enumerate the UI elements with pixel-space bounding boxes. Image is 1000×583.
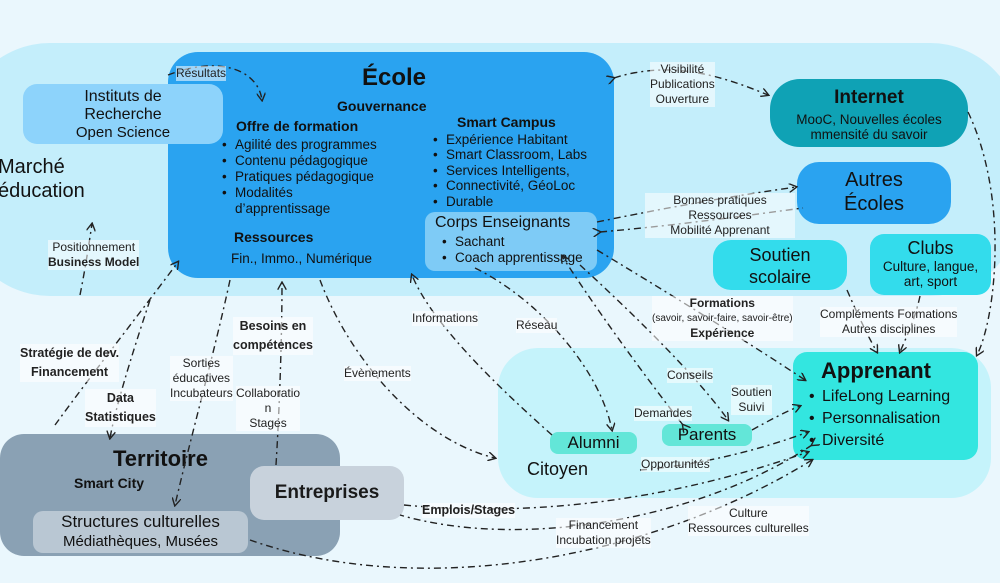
autres-ecoles-box: Autres Écoles bbox=[797, 162, 951, 224]
instituts-title: Instituts de bbox=[84, 88, 162, 105]
clubs-line-2: art, sport bbox=[903, 274, 958, 289]
territoire-title: Territoire bbox=[113, 446, 208, 471]
internet-box: Internet MooC, Nouvelles écoles mmensité… bbox=[770, 79, 968, 147]
internet-line-1: MooC, Nouvelles écoles bbox=[796, 112, 942, 127]
marche-label: Marché éducation bbox=[0, 156, 85, 202]
arrow-alumni-ecole bbox=[412, 275, 553, 436]
instituts-box: Instituts de Recherche Open Science bbox=[23, 84, 223, 144]
corps-title: Corps Enseignants bbox=[435, 214, 571, 231]
gouvernance-label: Gouvernance bbox=[337, 98, 427, 114]
label-reseau: Réseau bbox=[516, 318, 558, 333]
offre-title: Offre de formation bbox=[236, 118, 359, 134]
offre-item: Pratiques pédagogique bbox=[222, 169, 377, 185]
smart-item: Durable bbox=[433, 194, 587, 210]
autres-title: Autres bbox=[845, 169, 903, 191]
territoire-subtitle: Smart City bbox=[74, 475, 145, 491]
internet-title: Internet bbox=[834, 87, 904, 108]
arrow-internet-apprenant bbox=[967, 111, 996, 355]
smart-item: Expérience Habitant bbox=[433, 132, 587, 148]
structures-title: Structures culturelles bbox=[61, 512, 220, 531]
arrow-corps-parents bbox=[579, 264, 728, 420]
label-strategie: Stratégie de dev.Financement bbox=[20, 344, 120, 382]
soutien-scolaire-box: Soutien scolaire bbox=[713, 240, 847, 290]
offre-item: Agilité des programmes bbox=[222, 137, 377, 153]
offre-formation: Offre de formation Agilité des programme… bbox=[222, 118, 377, 217]
label-evenements: Évènements bbox=[344, 366, 411, 381]
label-opportunites: Opportunités bbox=[641, 457, 710, 472]
label-demandes: Demandes bbox=[634, 406, 693, 421]
offre-item: Contenu pédagogique bbox=[222, 153, 377, 169]
arrow-parents-apprenant bbox=[751, 406, 800, 431]
label-resultats: Résultats bbox=[176, 66, 227, 81]
apprenant-item: Personnalisation bbox=[809, 408, 978, 430]
ressources-text: Fin., Immo., Numérique bbox=[231, 251, 373, 266]
smart-item: Connectivité, GéoLoc bbox=[433, 178, 587, 194]
clubs-line-1: Culture, langue, bbox=[882, 259, 979, 274]
arrow-ecole-autres-2 bbox=[600, 207, 804, 232]
apprenant-item: LifeLong Learning bbox=[809, 386, 978, 408]
apprenant-title: Apprenant bbox=[821, 358, 931, 383]
clubs-title: Clubs bbox=[907, 238, 954, 258]
smart-campus: Smart Campus Expérience Habitant Smart C… bbox=[433, 114, 587, 210]
smart-item: Services Intelligents, bbox=[433, 163, 587, 179]
label-formations: Formations (savoir, savoir-faire, savoir… bbox=[652, 296, 793, 341]
ressources-title: Ressources bbox=[234, 229, 314, 245]
soutien-title: Soutien bbox=[749, 245, 811, 265]
offre-item: Modalités d’apprentissage bbox=[222, 185, 365, 217]
arrow-ecole-autres-1 bbox=[596, 187, 796, 223]
label-conseils: Conseils bbox=[667, 368, 714, 383]
arrow-parents-corps bbox=[562, 256, 683, 425]
autres-title-2: Écoles bbox=[843, 193, 905, 215]
arrow-ecole-structures bbox=[175, 279, 231, 505]
soutien-title-2: scolaire bbox=[748, 267, 812, 287]
arrow-corps-alumni bbox=[474, 267, 612, 430]
smart-item: Smart Classroom, Labs bbox=[433, 147, 587, 163]
arrow-apprenant-entreprises bbox=[399, 445, 812, 531]
alumni-box: Alumni bbox=[550, 432, 637, 454]
instituts-title-2: Recherche bbox=[84, 106, 162, 123]
entreprises-box: Entreprises bbox=[250, 466, 404, 520]
structures-box: Structures culturelles Médiathèques, Mus… bbox=[33, 511, 248, 553]
arrow-data bbox=[110, 299, 151, 438]
entreprises-title: Entreprises bbox=[274, 482, 380, 503]
label-emplois: Emplois/Stages bbox=[422, 503, 516, 518]
internet-line-2: mmensité du savoir bbox=[810, 127, 928, 142]
arrow-entreprises-ecole bbox=[275, 283, 282, 466]
corps-item: Sachant bbox=[442, 234, 597, 250]
structures-subtitle: Médiathèques, Musées bbox=[62, 533, 219, 550]
citoyen-label: Citoyen bbox=[527, 459, 589, 479]
corps-item: Coach apprentissage bbox=[442, 250, 597, 266]
smart-title: Smart Campus bbox=[457, 114, 556, 130]
label-informations: Informations bbox=[412, 311, 479, 326]
instituts-subtitle: Open Science bbox=[75, 124, 171, 141]
clubs-box: Clubs Culture, langue, art, sport bbox=[870, 234, 991, 295]
apprenant-box: Apprenant LifeLong Learning Personnalisa… bbox=[793, 352, 978, 460]
ecole-title: École bbox=[362, 64, 427, 91]
